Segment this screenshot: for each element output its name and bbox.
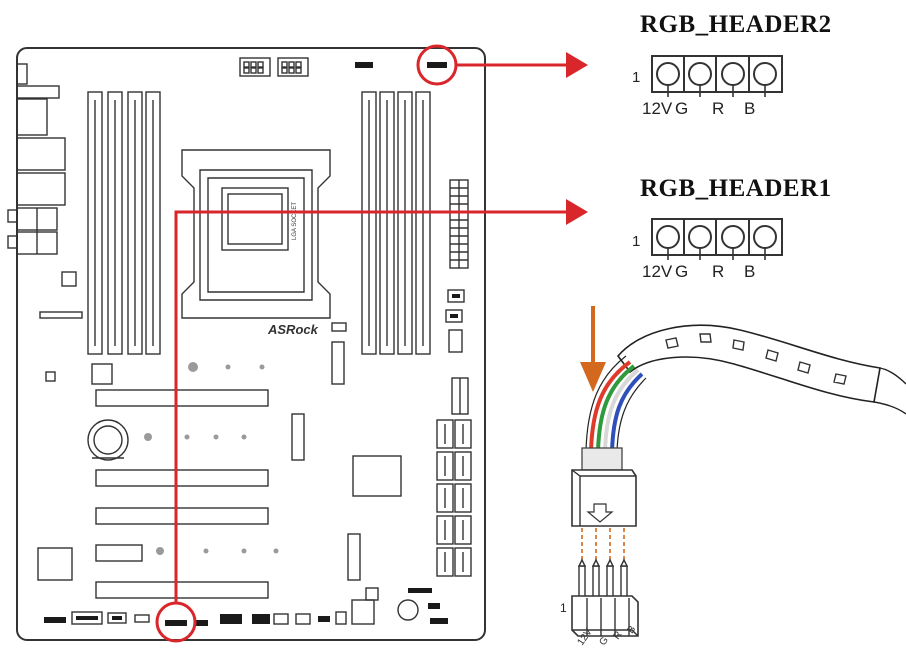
mount-holes	[144, 362, 279, 555]
dimm-slots-right	[361, 91, 431, 355]
small-chip-2	[39, 311, 83, 319]
small-chip-4	[91, 363, 113, 385]
chip-vertical-1	[331, 341, 345, 385]
pin1-arrow-icon	[586, 503, 614, 523]
bios-chip	[351, 599, 375, 625]
io-panel	[7, 63, 66, 255]
arrow-head-header1	[566, 199, 588, 225]
rgb-header1-pin-b: B	[744, 262, 755, 281]
rgb-header2-pin-one: 1	[632, 69, 640, 86]
rgb-header2-pin-b: B	[744, 99, 755, 118]
rgb-header1-pinout: RGB_HEADER1 1 12V G R B	[632, 175, 832, 281]
rgb-header2-on-board	[427, 62, 447, 68]
svg-text:LGA SOCKET: LGA SOCKET	[292, 202, 298, 240]
usb-header	[445, 309, 463, 323]
arrow-head-header2	[566, 52, 588, 78]
led-strip	[616, 324, 881, 403]
led-strip-cable: 1 12V G R B	[560, 306, 906, 648]
rgb-header2-pin-g: G	[675, 99, 688, 118]
small-header-top	[355, 62, 373, 68]
wire-r	[603, 368, 640, 453]
m2-socket-3	[347, 533, 361, 581]
highlight-callouts	[155, 44, 588, 643]
cpu-socket: LGA SOCKET	[181, 149, 331, 319]
rgb-header1-pin-g: G	[675, 262, 688, 281]
rgb-header1-pin-12v: 12V	[642, 262, 673, 281]
small-chip-1	[61, 271, 77, 287]
m2-socket-2	[291, 413, 305, 461]
rgb-header1-pin-one: 1	[632, 233, 640, 250]
rgb-header2-pin-r: R	[712, 99, 724, 118]
rgb-header1-title: RGB_HEADER1	[640, 175, 832, 202]
motherboard-outline	[16, 47, 486, 641]
motherboard: LGA SOCKET ASRock	[7, 47, 486, 641]
led-chips	[665, 333, 847, 385]
buzzer	[397, 599, 419, 621]
rgb-header2-title: RGB_HEADER2	[640, 11, 832, 38]
small-chip-3	[45, 371, 56, 382]
cmos-battery	[87, 419, 129, 461]
chipset	[352, 455, 402, 497]
cpu-power-connectors	[239, 57, 309, 77]
wire-12v	[589, 360, 632, 453]
rgb-header2-pinout: RGB_HEADER2 1 12V G R B	[632, 11, 832, 118]
arrow-line-header1	[174, 210, 566, 603]
m2-socket-top	[448, 329, 463, 353]
connector-collar	[581, 447, 623, 471]
dimm-slots-left	[87, 91, 161, 355]
insert-arrow-head	[580, 362, 606, 392]
wire-b	[610, 372, 644, 453]
atx-power-connector	[449, 179, 469, 269]
guide-dashes	[581, 528, 625, 566]
connector-pin-one: 1	[560, 601, 567, 615]
large-chip-left	[37, 547, 73, 581]
pcie-slots	[95, 389, 269, 599]
usb3-header	[447, 289, 465, 303]
wire-g	[596, 364, 636, 453]
board-brand: ASRock	[267, 322, 319, 337]
sata-ports	[436, 419, 472, 577]
bottom-headers	[44, 611, 347, 626]
header-pins	[571, 558, 639, 637]
rgb-header1-pin-r: R	[712, 262, 724, 281]
rgb-header2-pin-12v: 12V	[642, 99, 673, 118]
